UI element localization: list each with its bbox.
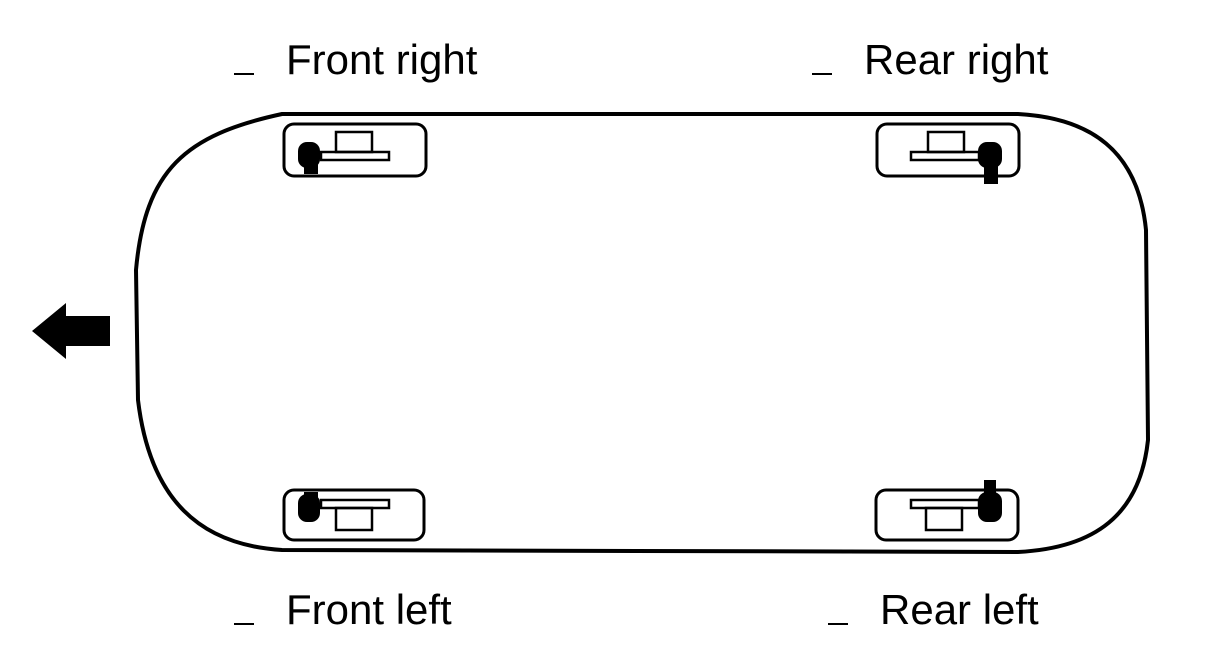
- label-rear-right: Rear right: [812, 36, 1048, 84]
- label-marker: [234, 623, 254, 625]
- wheel-rear-right-icon: [875, 122, 1021, 184]
- label-marker: [812, 73, 832, 75]
- label-rear-right-text: Rear right: [864, 36, 1049, 83]
- label-marker: [234, 73, 254, 75]
- label-front-left: Front left: [234, 586, 452, 634]
- label-marker: [828, 623, 848, 625]
- wheel-front-right-icon: [282, 122, 428, 178]
- wheel-rear-left-icon: [874, 480, 1020, 542]
- vehicle-body-outline: [133, 112, 1151, 555]
- label-front-right-text: Front right: [286, 36, 478, 83]
- label-front-right: Front right: [234, 36, 477, 84]
- label-rear-left-text: Rear left: [880, 586, 1039, 633]
- arrow-left-icon: [32, 303, 110, 359]
- label-front-left-text: Front left: [286, 586, 452, 633]
- label-rear-left: Rear left: [828, 586, 1039, 634]
- wheel-front-left-icon: [282, 488, 426, 542]
